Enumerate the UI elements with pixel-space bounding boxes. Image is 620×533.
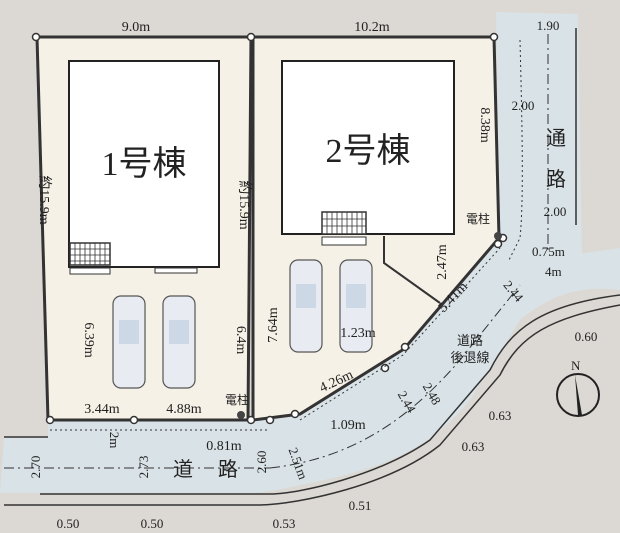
wall (383, 236, 441, 304)
lot2-top-width: 10.2m (354, 20, 390, 35)
road-offset-1: 0.50 (141, 516, 164, 531)
entrance-grid-icon (69, 242, 111, 275)
road-offset-0: 0.50 (57, 516, 80, 531)
lot1-pole-label: 電柱 (225, 392, 249, 407)
road-label-2: 路 (218, 458, 238, 481)
road-lines (4, 28, 620, 506)
lot2-pole-label: 電柱 (466, 211, 490, 226)
passage-width-mid: 2.00 (512, 98, 535, 113)
lot1-top-width: 9.0m (122, 20, 151, 35)
compass-label: N (571, 358, 581, 373)
utility-pole-icon (494, 232, 502, 240)
lot2-parking-depth: 7.64m (266, 307, 281, 343)
passage-width-top: 1.90 (537, 18, 560, 33)
passage-label-1: 通 (546, 127, 566, 150)
entrance-grid-icon (321, 211, 367, 246)
road-offset-6: 0.60 (575, 329, 598, 344)
house-1-label: 1号棟 (102, 145, 187, 183)
lot1-right-depth: 約15.9m (236, 180, 252, 229)
passage-area (496, 12, 582, 276)
lot1-left-depth: 約15.9m (36, 175, 52, 224)
boundary-markers (31, 32, 508, 425)
lot2-right-depth: 8.38m (477, 107, 492, 143)
road-label-1: 道 (173, 458, 193, 481)
lot2-diag-5: 1.09m (330, 418, 366, 433)
passage-width-bottom: 2.00 (544, 204, 567, 219)
lot2-diag-6: 0.81m (206, 439, 242, 454)
road-width-0: 2.70 (28, 456, 43, 479)
lot1-parking-depth: 6.39m (81, 322, 96, 358)
car-window-icon (119, 284, 366, 344)
road-offset-2: 0.53 (273, 516, 296, 531)
setback-label-1: 道路 (457, 333, 483, 348)
road-offset-3: 0.51 (349, 498, 372, 513)
north-compass-icon: N (556, 358, 600, 417)
house-1 (68, 60, 220, 268)
step (154, 267, 198, 274)
lot1-frontage-left: 3.44m (84, 402, 120, 417)
passage-label-2: 路 (546, 168, 566, 191)
road-width-1: 2.73 (136, 456, 151, 479)
road-setback-2m: 2m (107, 432, 122, 449)
road-offset-4: 0.63 (462, 439, 485, 454)
lot1-side-depth: 6.4m (233, 326, 248, 355)
house-2 (281, 60, 455, 235)
house-2-label: 2号棟 (326, 132, 411, 170)
road-width-7: 4m (545, 264, 562, 279)
road-offset-5: 0.63 (489, 408, 512, 423)
lot2-diag-1: 2.47m (435, 244, 450, 280)
setback-label-2: 後退線 (450, 350, 489, 365)
passage-offset: 0.75m (532, 244, 565, 259)
utility-pole-icon (237, 411, 245, 419)
road-width-2: 2.60 (254, 451, 269, 474)
lot2-diag-3: 1.23m (340, 326, 376, 341)
lot1-frontage-right: 4.88m (166, 402, 202, 417)
